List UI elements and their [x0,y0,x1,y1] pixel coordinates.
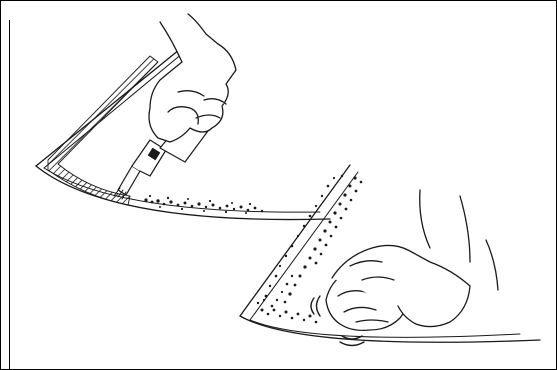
scraping-panel [36,14,330,220]
old-adhesive-band [48,56,158,205]
glass-edge-outer-bottom [36,166,330,220]
wiping-panel [240,165,540,346]
adhesive-dots-bottom [257,299,318,323]
scraping-hand [149,14,236,142]
